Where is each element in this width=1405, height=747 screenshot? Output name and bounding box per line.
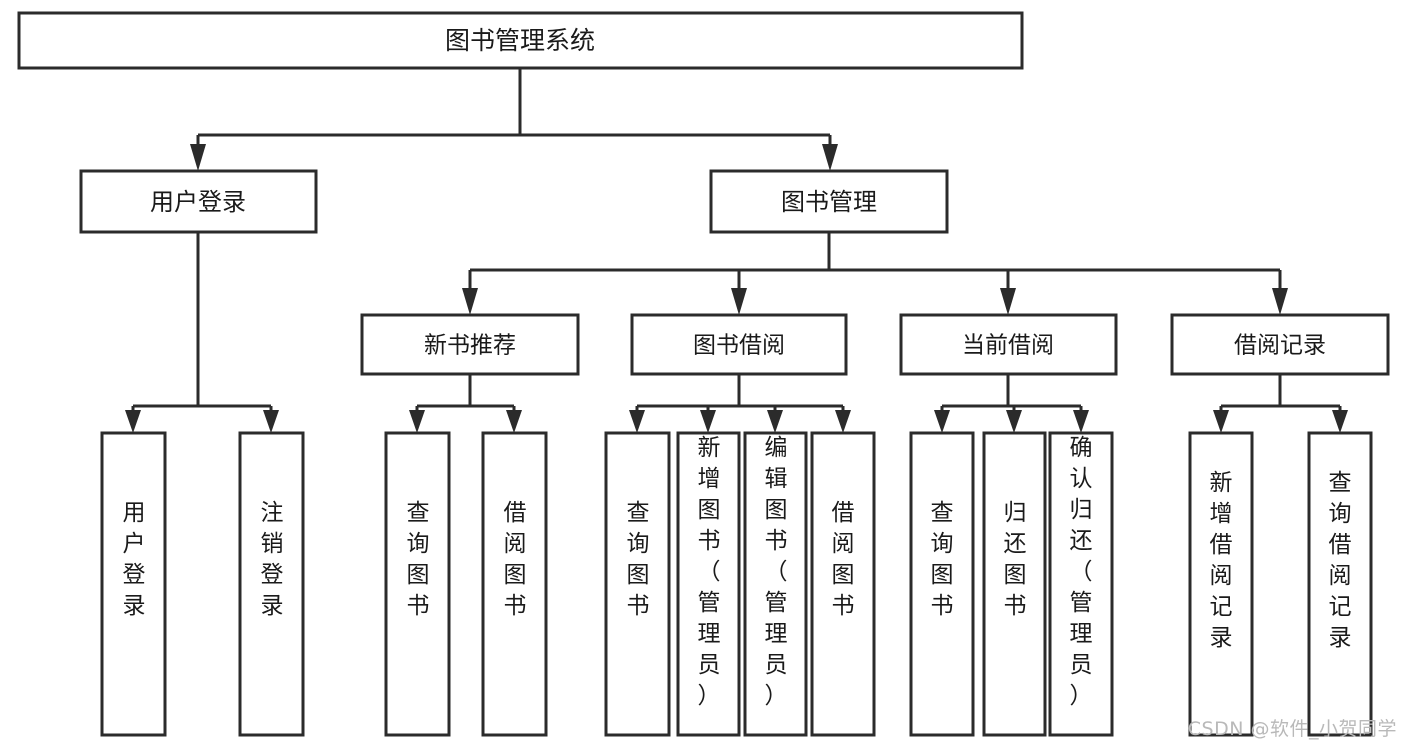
arrow-head-leaf-confirm-return xyxy=(1073,410,1089,433)
leaf-query-record-box xyxy=(1307,431,1373,737)
leaf-edit-book[interactable]: 编辑图书（管理员） xyxy=(743,431,808,737)
leaf-return-book-box xyxy=(982,431,1047,737)
leaf-query-book-2[interactable]: 查询图书 xyxy=(604,431,671,737)
node-root-label: 图书管理系统 xyxy=(445,26,595,55)
leaf-add-book-box xyxy=(676,431,741,737)
arrow-head-book-borrow xyxy=(731,288,747,315)
node-book-manage-label: 图书管理 xyxy=(781,188,877,216)
leaf-confirm-return-label: 确认归还（管理员） xyxy=(1070,435,1093,709)
leaf-edit-book-label: 编辑图书（管理员） xyxy=(765,435,788,709)
leaf-query-book-1[interactable]: 查询图书 xyxy=(384,431,451,737)
leaf-add-record-label: 新增借阅记录 xyxy=(1210,470,1233,651)
node-root-box xyxy=(17,11,1024,70)
leaf-query-book-3-label: 查询图书 xyxy=(931,500,954,619)
arrow-head-leaf-borrow-book-1 xyxy=(506,410,522,433)
arrow-head-new-book-recommend xyxy=(462,288,478,315)
leaf-query-record[interactable]: 查询借阅记录 xyxy=(1307,431,1373,737)
node-current-borrow[interactable]: 当前借阅 xyxy=(899,313,1118,376)
connectors-currentborrow-to-leaves xyxy=(934,374,1089,433)
arrow-head-leaf-query-book-3 xyxy=(934,410,950,433)
connectors-bookmanage-to-level2 xyxy=(462,232,1288,315)
leaf-borrow-book-1-box xyxy=(481,431,548,737)
leaf-query-book-2-box xyxy=(604,431,671,737)
node-book-borrow[interactable]: 图书借阅 xyxy=(630,313,848,376)
node-borrow-record-label: 借阅记录 xyxy=(1234,333,1326,359)
leaf-borrow-book-2-box xyxy=(810,431,876,737)
connectors-root-to-level1 xyxy=(190,68,838,171)
leaf-return-book-label: 归还图书 xyxy=(1004,500,1027,619)
node-user-login-box xyxy=(79,169,318,234)
leaf-edit-book-box xyxy=(743,431,808,737)
leaf-user-login-box xyxy=(100,431,167,737)
leaf-query-book-3[interactable]: 查询图书 xyxy=(909,431,975,737)
leaf-confirm-return-box xyxy=(1048,431,1114,737)
leaf-logout-login[interactable]: 注销登录 xyxy=(238,431,305,737)
leaf-logout-login-label: 注销登录 xyxy=(261,500,284,619)
arrow-head-leaf-borrow-book-2 xyxy=(835,410,851,433)
leaf-add-book-label: 新增图书（管理员） xyxy=(698,435,721,709)
arrow-head-leaf-user-login xyxy=(125,410,141,433)
arrow-head-leaf-logout-login xyxy=(263,410,279,433)
leaf-confirm-return[interactable]: 确认归还（管理员） xyxy=(1048,431,1114,737)
leaf-query-book-3-box xyxy=(909,431,975,737)
leaf-borrow-book-1[interactable]: 借阅图书 xyxy=(481,431,548,737)
arrow-head-leaf-edit-book xyxy=(767,410,783,433)
node-book-manage-box xyxy=(709,169,949,234)
leaf-add-record-box xyxy=(1188,431,1254,737)
node-book-borrow-label: 图书借阅 xyxy=(693,333,785,359)
arrow-head-leaf-add-book xyxy=(700,410,716,433)
connectors-newbook-to-leaves xyxy=(409,374,522,433)
node-new-book-recommend-label: 新书推荐 xyxy=(424,333,516,359)
leaf-borrow-book-2-label: 借阅图书 xyxy=(832,500,855,619)
leaf-query-book-2-label: 查询图书 xyxy=(627,500,650,619)
arrow-head-leaf-query-book-1 xyxy=(409,410,425,433)
leaf-add-record[interactable]: 新增借阅记录 xyxy=(1188,431,1254,737)
node-current-borrow-label: 当前借阅 xyxy=(962,333,1054,359)
arrow-head-current-borrow xyxy=(1000,288,1016,315)
leaf-user-login-label: 用户登录 xyxy=(123,500,146,619)
node-borrow-record-box xyxy=(1170,313,1390,376)
leaf-query-book-1-box xyxy=(384,431,451,737)
arrow-head-leaf-query-record xyxy=(1332,410,1348,433)
leaf-borrow-book-1-label: 借阅图书 xyxy=(504,500,527,619)
leaf-logout-login-box xyxy=(238,431,305,737)
connectors-borrowrecord-to-leaves xyxy=(1213,374,1348,433)
connectors-userlogin-to-leaves xyxy=(125,232,279,433)
leaf-add-book[interactable]: 新增图书（管理员） xyxy=(676,431,741,737)
leaf-borrow-book-2[interactable]: 借阅图书 xyxy=(810,431,876,737)
connectors-bookborrow-to-leaves xyxy=(629,374,851,433)
arrow-head-book-manage xyxy=(822,144,838,171)
leaf-query-book-1-label: 查询图书 xyxy=(407,500,430,619)
leaf-query-record-label: 查询借阅记录 xyxy=(1329,470,1352,651)
arrow-head-user-login xyxy=(190,144,206,171)
arrow-head-leaf-query-book-2 xyxy=(629,410,645,433)
node-book-manage[interactable]: 图书管理 xyxy=(709,169,949,234)
node-user-login-label: 用户登录 xyxy=(150,188,246,216)
node-new-book-recommend-box xyxy=(360,313,580,376)
node-current-borrow-box xyxy=(899,313,1118,376)
node-user-login[interactable]: 用户登录 xyxy=(79,169,318,234)
node-new-book-recommend[interactable]: 新书推荐 xyxy=(360,313,580,376)
leaf-user-login[interactable]: 用户登录 xyxy=(100,431,167,737)
leaf-return-book[interactable]: 归还图书 xyxy=(982,431,1047,737)
arrow-head-borrow-record xyxy=(1272,288,1288,315)
arrow-head-leaf-return-book xyxy=(1006,410,1022,433)
node-borrow-record[interactable]: 借阅记录 xyxy=(1170,313,1390,376)
node-book-borrow-box xyxy=(630,313,848,376)
node-root-system[interactable]: 图书管理系统 xyxy=(17,11,1024,70)
arrow-head-leaf-add-record xyxy=(1213,410,1229,433)
